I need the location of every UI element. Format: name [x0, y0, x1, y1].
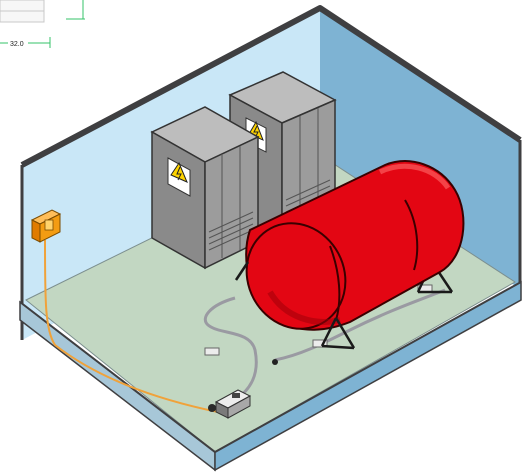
lightning-warning-icon: [167, 157, 191, 197]
pressure-tank: [245, 160, 465, 331]
cabinet-left: [150, 106, 260, 270]
cable-clip: [204, 347, 220, 356]
right-wall: [320, 8, 520, 288]
wall-junction-box: [30, 209, 62, 243]
cable-end: [272, 359, 278, 365]
tank-stands-front: [234, 261, 356, 350]
floor-junction-box: [208, 389, 252, 419]
dimension-label: 32.0: [10, 41, 24, 48]
wall-top-rim: [20, 5, 522, 168]
orange-cable: [44, 239, 219, 413]
cable-clip: [312, 339, 328, 348]
cables: [44, 239, 446, 413]
gray-cable-1: [203, 296, 258, 402]
gray-cable-2: [274, 288, 446, 362]
dimension-annotation: 32.0: [0, 0, 85, 48]
